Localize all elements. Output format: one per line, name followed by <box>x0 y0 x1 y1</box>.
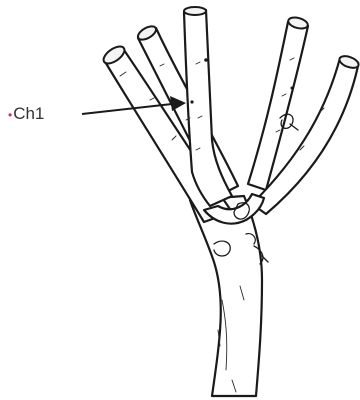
center-branch-cut <box>184 7 206 15</box>
bark-dot-1 <box>204 58 208 62</box>
bark-dot-2 <box>190 100 193 103</box>
bark-dot-3 <box>291 87 294 90</box>
